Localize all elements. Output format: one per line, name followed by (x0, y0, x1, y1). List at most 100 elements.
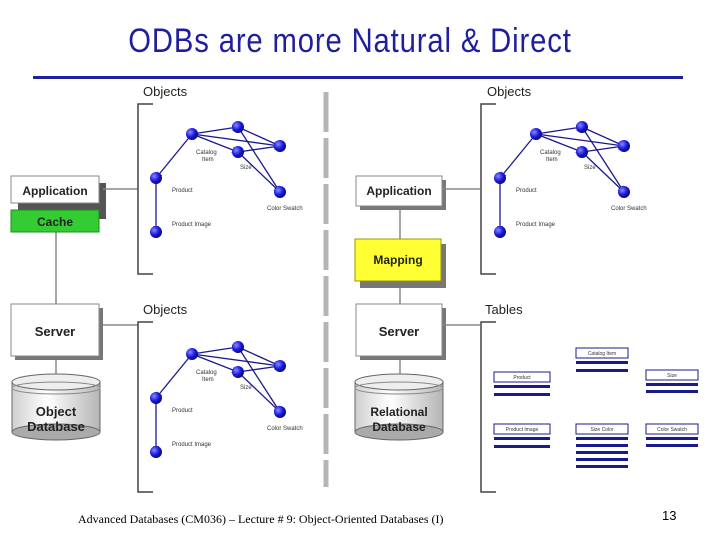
object-node (150, 172, 162, 184)
object-link (191, 124, 239, 135)
object-link (191, 133, 281, 149)
right-architecture: Application Mapping Server Relational Da… (354, 84, 699, 493)
object-link (237, 371, 281, 413)
color-swatch-label: Color Swatch (267, 426, 303, 432)
object-link (535, 133, 583, 153)
table-size: Size (645, 369, 699, 393)
left-database-label-1: Object (36, 404, 77, 419)
table-color-swatch: Color Swatch (645, 423, 699, 447)
left-objects-bottom-label: Objects (143, 302, 188, 317)
catalog-item-label: Catalog (196, 370, 217, 376)
object-node (232, 146, 244, 158)
right-mapping-box (354, 238, 442, 282)
object-link (237, 363, 281, 373)
product-label: Product (516, 188, 537, 194)
table-product-image: Product Image (493, 423, 551, 448)
table-product-label: Product (513, 375, 531, 381)
left-cache-label: Cache (37, 215, 73, 229)
table-size-label: Size (667, 373, 677, 379)
right-database-cylinder (354, 373, 444, 441)
object-node (576, 146, 588, 158)
object-node (618, 140, 630, 152)
product-label: Product (172, 408, 193, 414)
product-image-label: Product Image (172, 442, 212, 448)
table-catalog-item-label: Catalog Item (588, 351, 616, 357)
object-link (155, 133, 193, 179)
object-node (274, 406, 286, 418)
catalog-item-label: Item (546, 157, 558, 163)
object-link (535, 124, 583, 135)
left-application-label: Application (22, 184, 87, 198)
color-swatch-label: Color Swatch (611, 206, 647, 212)
object-link (155, 353, 193, 399)
object-link (237, 346, 281, 413)
right-mapping-label: Mapping (373, 253, 422, 267)
object-node (494, 226, 506, 238)
table-size-color: Size Color (575, 423, 629, 468)
size-label: Size (584, 165, 596, 171)
object-node (232, 121, 244, 133)
right-server-box (355, 303, 443, 357)
product-image-label: Product Image (516, 222, 556, 228)
object-node (618, 186, 630, 198)
left-cache-box (10, 209, 100, 233)
table-product: Product (493, 371, 551, 396)
catalog-item-label: Item (202, 377, 214, 383)
object-node (186, 128, 198, 140)
object-link (581, 126, 625, 193)
object-node (150, 392, 162, 404)
object-link (237, 143, 281, 153)
slide-footer: Advanced Databases (CM036) – Lecture # 9… (78, 512, 444, 526)
left-server-label: Server (35, 324, 75, 339)
color-swatch-label: Color Swatch (267, 206, 303, 212)
object-link (581, 151, 625, 193)
right-objects-top-label: Objects (487, 84, 532, 99)
left-application-box (10, 175, 100, 204)
object-node (274, 140, 286, 152)
catalog-item-label: Catalog (540, 150, 561, 156)
right-database-label-2: Database (372, 420, 426, 434)
right-tables-label: Tables (485, 302, 523, 317)
object-node (150, 446, 162, 458)
table-product-image-label: Product Image (506, 427, 539, 433)
object-link (581, 126, 625, 147)
product-label: Product (172, 188, 193, 194)
table-catalog-item: Catalog Item (575, 347, 629, 372)
right-database-label-1: Relational (370, 405, 427, 419)
object-link (191, 344, 239, 355)
left-database-label-2: Database (27, 419, 85, 434)
size-label: Size (240, 165, 252, 171)
object-link (237, 126, 281, 193)
object-node (150, 226, 162, 238)
left-architecture: Application Cache Server Object Database… (10, 84, 188, 493)
left-server-box (10, 303, 100, 357)
left-database-cylinder (11, 373, 101, 441)
object-link (499, 133, 537, 179)
object-link (191, 133, 239, 153)
catalog-item-label: Item (202, 157, 214, 163)
slide-title: ODBs are more Natural & Direct (128, 22, 572, 60)
architecture-diagram: Application Cache Server Object Database… (10, 84, 699, 493)
object-node (232, 341, 244, 353)
title-rule (33, 76, 683, 79)
page-number: 13 (662, 508, 677, 523)
object-link (581, 143, 625, 153)
left-objects-top-label: Objects (143, 84, 188, 99)
object-node (232, 366, 244, 378)
product-image-label: Product Image (172, 222, 212, 228)
catalog-item-label: Catalog (196, 150, 217, 156)
object-link (237, 126, 281, 147)
object-node (530, 128, 542, 140)
right-application-label: Application (366, 184, 431, 198)
size-label: Size (240, 385, 252, 391)
right-server-label: Server (379, 324, 419, 339)
table-color-swatch-label: Color Swatch (657, 427, 687, 433)
object-node (494, 172, 506, 184)
object-link (237, 151, 281, 193)
table-size-color-label: Size Color (590, 427, 613, 433)
right-application-box (355, 175, 443, 207)
object-node (186, 348, 198, 360)
